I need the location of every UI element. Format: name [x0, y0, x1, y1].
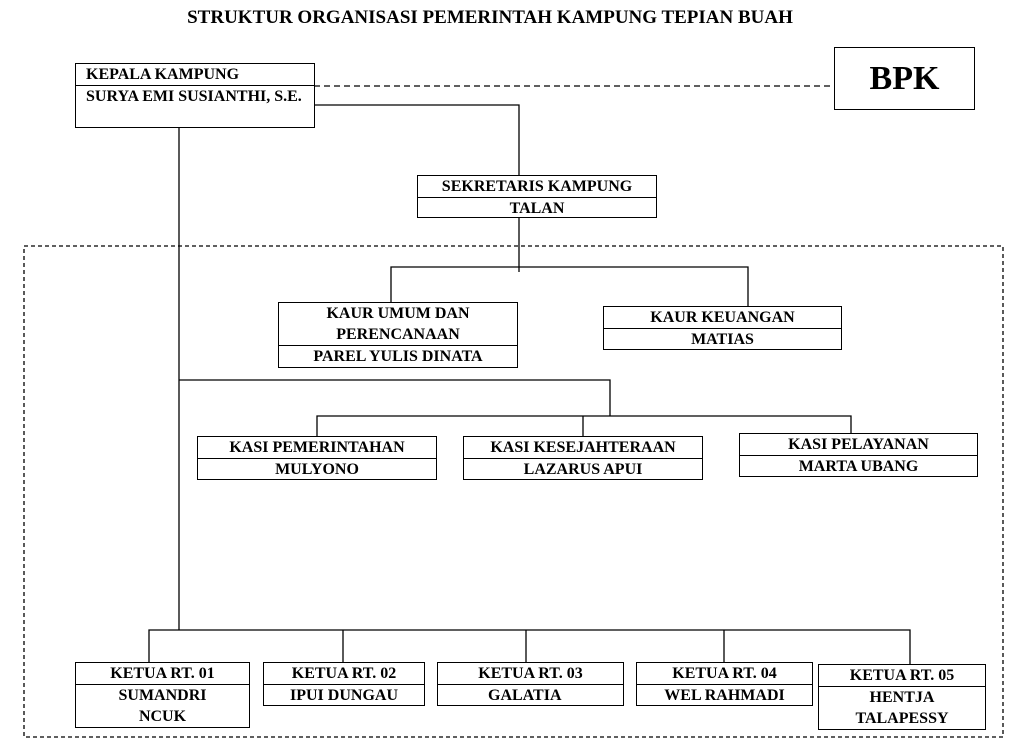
line-rt-branch — [148, 629, 911, 664]
kepala-kampung-box: KEPALA KAMPUNG SURYA EMI SUSIANTHI, S.E. — [75, 63, 315, 128]
position-label: KETUA RT. 05 — [819, 665, 985, 687]
position-label: KAUR KEUANGAN — [604, 307, 841, 329]
position-label: KEPALA KAMPUNG — [76, 64, 314, 86]
ketua-rt-05-box: KETUA RT. 05 HENTJA TALAPESSY — [818, 664, 986, 730]
kasi-pemerintahan-box: KASI PEMERINTAHAN MULYONO — [197, 436, 437, 480]
position-label: KASI KESEJAHTERAAN — [464, 437, 702, 459]
position-label: SEKRETARIS KAMPUNG — [418, 176, 656, 198]
position-label: KETUA RT. 03 — [438, 663, 623, 685]
kasi-pelayanan-box: KASI PELAYANAN MARTA UBANG — [739, 433, 978, 477]
position-label: KASI PELAYANAN — [740, 434, 977, 456]
bpk-box: BPK — [834, 47, 975, 110]
kasi-kesejahteraan-box: KASI KESEJAHTERAAN LAZARUS APUI — [463, 436, 703, 480]
line-kepala-sekretaris — [314, 104, 520, 175]
person-name: SUMANDRI NCUK — [118, 687, 207, 725]
kaur-umum-box: KAUR UMUM DAN PERENCANAAN PAREL YULIS DI… — [278, 302, 518, 368]
line-kaur-branch — [390, 266, 749, 306]
ketua-rt-03-box: KETUA RT. 03 GALATIA — [437, 662, 624, 706]
person-name: PAREL YULIS DINATA — [313, 348, 483, 365]
kaur-keuangan-box: KAUR KEUANGAN MATIAS — [603, 306, 842, 350]
person-name: MULYONO — [275, 461, 359, 478]
ketua-rt-04-box: KETUA RT. 04 WEL RAHMADI — [636, 662, 813, 706]
position-label: KETUA RT. 01 — [76, 663, 249, 685]
line-kasi-branch — [316, 415, 852, 436]
person-name: IPUI DUNGAU — [290, 687, 398, 704]
position-label: KAUR UMUM DAN PERENCANAAN — [279, 303, 517, 346]
person-name: HENTJA TALAPESSY — [855, 689, 949, 727]
line-kasi-trunk — [179, 379, 611, 416]
person-name: MARTA UBANG — [798, 458, 919, 475]
chart-title: STRUKTUR ORGANISASI PEMERINTAH KAMPUNG T… — [187, 7, 793, 28]
person-name: LAZARUS APUI — [523, 461, 643, 478]
person-name: WEL RAHMADI — [664, 687, 785, 704]
person-name: SURYA EMI SUSIANTHI, S.E. — [86, 88, 302, 105]
person-name: GALATIA — [488, 687, 562, 704]
position-label: KETUA RT. 04 — [637, 663, 812, 685]
position-label: KASI PEMERINTAHAN — [198, 437, 436, 459]
position-label: KETUA RT. 02 — [264, 663, 424, 685]
ketua-rt-02-box: KETUA RT. 02 IPUI DUNGAU — [263, 662, 425, 706]
person-name: TALAN — [509, 200, 565, 217]
sekretaris-box: SEKRETARIS KAMPUNG TALAN — [417, 175, 657, 218]
person-name: MATIAS — [691, 331, 754, 348]
ketua-rt-01-box: KETUA RT. 01 SUMANDRI NCUK — [75, 662, 250, 728]
